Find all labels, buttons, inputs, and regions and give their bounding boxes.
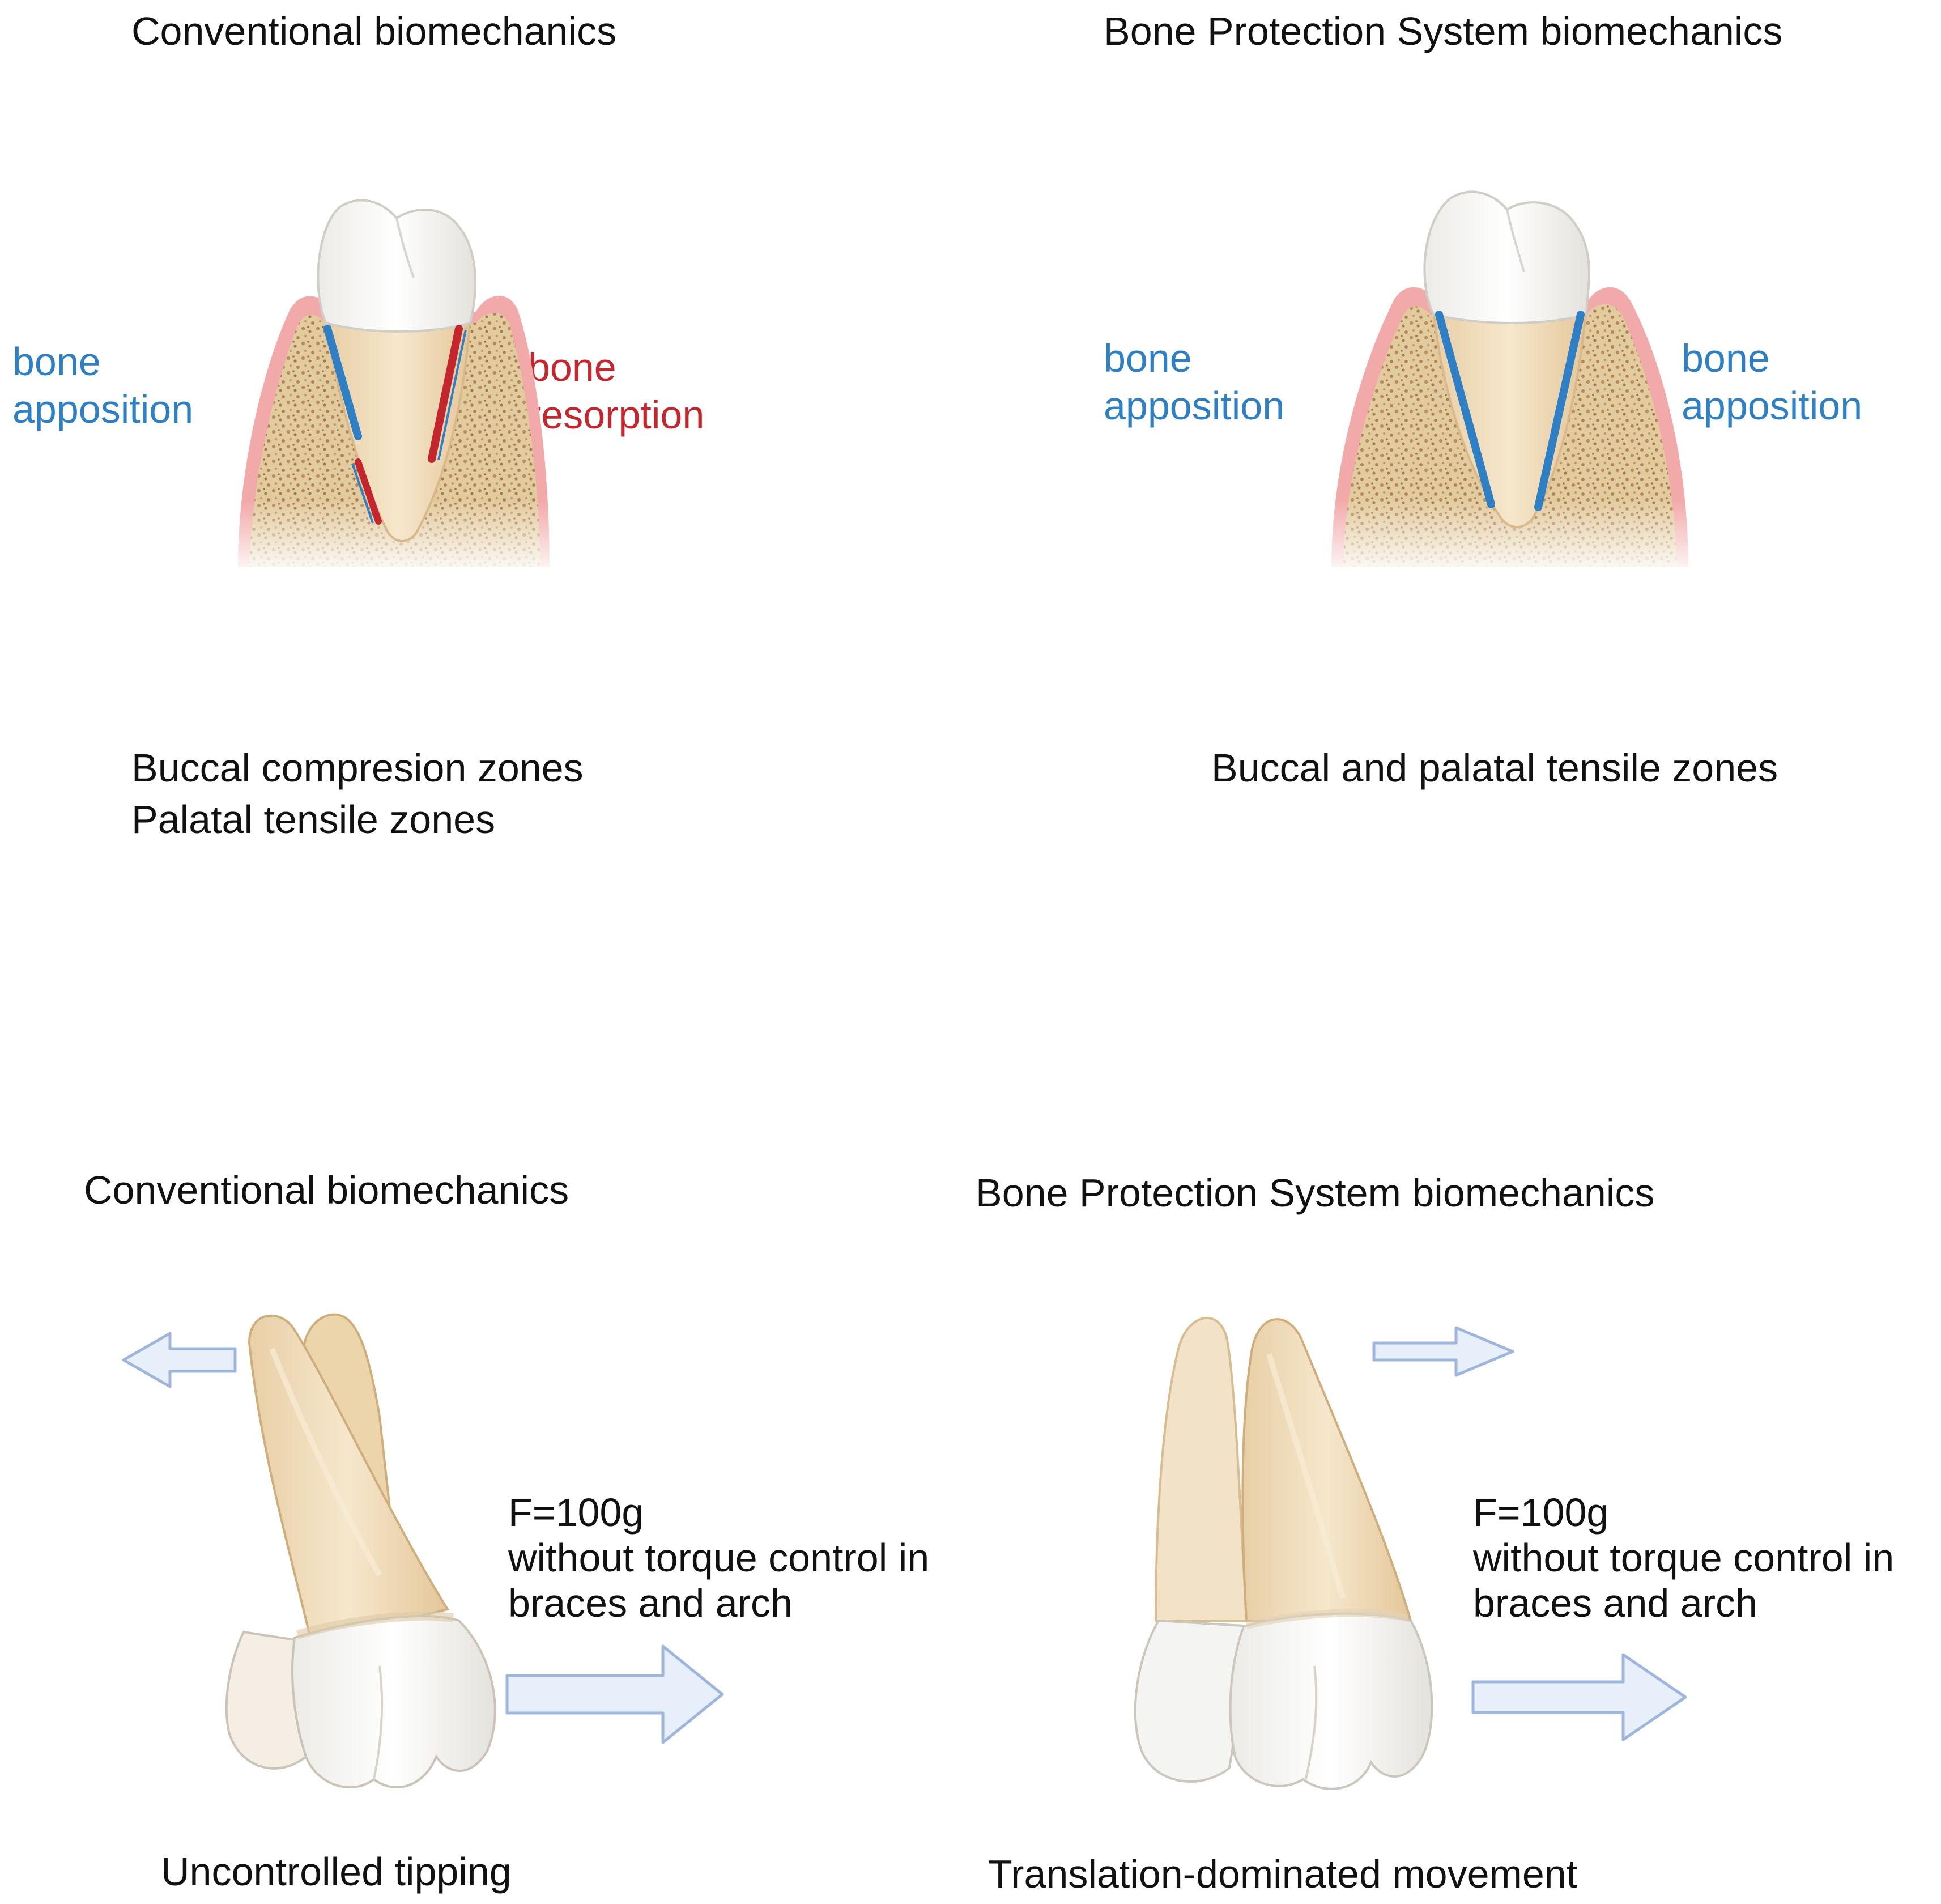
apposition-line-buccal	[1435, 311, 1495, 508]
movement-arrow-right	[1372, 1326, 1514, 1377]
bps-tooth-cross-section	[1320, 187, 1694, 578]
movement-arrow-left	[122, 1332, 237, 1388]
top-left-zones: Buccal compresion zones Palatal tensile …	[131, 746, 584, 842]
translating-molar	[1134, 1316, 1433, 1790]
bottom-left-title: Conventional biomechanics	[84, 1168, 569, 1212]
bottom-left-caption: Uncontrolled tipping	[161, 1850, 512, 1894]
apposition-line-palatal	[1534, 311, 1585, 511]
tipping-molar	[225, 1313, 496, 1789]
top-left-resorption-label: bone resorption	[528, 345, 705, 437]
top-right-zones: Buccal and palatal tensile zones	[1211, 746, 1778, 790]
resorption-line-apical	[355, 458, 382, 525]
bottom-right-caption: Translation-dominated movement	[988, 1852, 1578, 1896]
resorption-line-palatal	[428, 325, 463, 463]
front-root	[248, 1314, 450, 1645]
back-root	[1154, 1316, 1248, 1622]
conventional-tooth-cross-section	[227, 193, 555, 578]
molar-crown-front	[291, 1614, 496, 1789]
bottom-left-force-label: F=100g without torque control in braces …	[508, 1490, 930, 1625]
top-left-apposition-label: bone apposition	[12, 339, 194, 431]
bottom-right-title: Bone Protection System biomechanics	[976, 1171, 1655, 1215]
top-right-right-apposition-label: bone apposition	[1682, 336, 1863, 428]
force-arrow-left-panel	[505, 1644, 724, 1744]
tooth-crown	[1423, 190, 1590, 324]
top-left-title: Conventional biomechanics	[131, 9, 617, 53]
force-arrow-right-panel	[1471, 1653, 1687, 1741]
apposition-line	[324, 325, 362, 440]
tooth-root	[324, 316, 472, 542]
bottom-right-force-label: F=100g without torque control in braces …	[1473, 1490, 1895, 1625]
tooth-crown	[317, 199, 476, 333]
top-right-title: Bone Protection System biomechanics	[1104, 9, 1783, 53]
molar-crown-back	[1134, 1619, 1254, 1783]
front-root	[1241, 1318, 1412, 1622]
molar-crown-front	[1229, 1612, 1433, 1790]
top-right-left-apposition-label: bone apposition	[1104, 336, 1285, 428]
